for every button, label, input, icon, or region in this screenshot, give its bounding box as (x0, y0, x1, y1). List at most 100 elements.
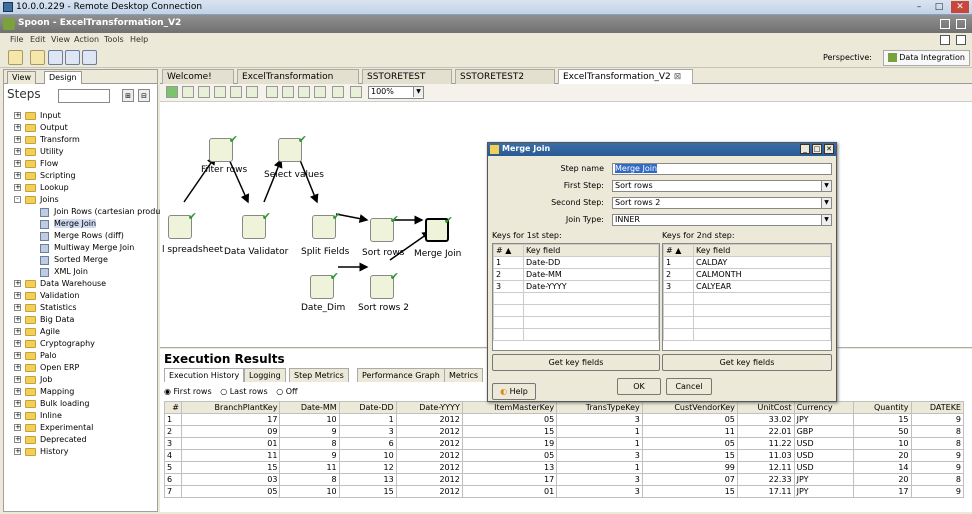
tree-item[interactable]: Merge Rows (diff) (4, 230, 157, 242)
menu-view[interactable]: View (51, 35, 70, 44)
expand-toggle-icon[interactable]: + (14, 291, 21, 299)
grid-column-header[interactable]: UnitCost (736, 401, 795, 414)
tree-item[interactable]: +Transform (4, 134, 157, 146)
merge-join-step-icon[interactable]: ✔ (425, 214, 453, 242)
expand-toggle-icon[interactable]: + (14, 159, 21, 167)
grid-icon[interactable] (350, 86, 362, 98)
expand-toggle-icon[interactable]: + (14, 375, 21, 383)
expand-toggle-icon[interactable]: + (14, 423, 21, 431)
tree-item[interactable]: +Experimental (4, 422, 157, 434)
cancel-button[interactable]: Cancel (666, 378, 712, 395)
tab-sstoretest[interactable]: SSTORETEST (362, 69, 452, 84)
rdp-maximize-button[interactable]: □ (934, 2, 944, 12)
stop-icon[interactable] (198, 86, 210, 98)
grid-column-header[interactable]: DATEKE (910, 401, 965, 414)
tree-item[interactable]: XML Join (4, 266, 157, 278)
collapse-all-icon[interactable]: ⊟ (138, 89, 150, 102)
tree-item[interactable]: +Mapping (4, 386, 157, 398)
menu-edit[interactable]: Edit (30, 35, 46, 44)
impact-icon[interactable] (282, 86, 294, 98)
table-row[interactable] (493, 316, 659, 329)
tab-sstoretest2[interactable]: SSTORETEST2 (455, 69, 555, 84)
tree-item[interactable]: +Output (4, 122, 157, 134)
table-row[interactable] (663, 316, 831, 329)
tab-view[interactable]: View (7, 71, 36, 84)
menu-file[interactable]: File (10, 35, 24, 44)
sort-rows-step-icon[interactable]: ✔ (370, 213, 399, 242)
join-type-select[interactable]: INNER▼ (612, 214, 832, 226)
radio-off[interactable]: ○ Off (276, 387, 298, 396)
step-name-input[interactable]: Merge Join (612, 163, 832, 175)
steps-search-input[interactable] (58, 89, 110, 103)
tree-item[interactable]: +Agile (4, 326, 157, 338)
tree-item[interactable]: +Big Data (4, 314, 157, 326)
tab-exceltransformation-v2[interactable]: ExcelTransformation_V2⊠ (558, 69, 693, 84)
expand-toggle-icon[interactable]: + (14, 315, 21, 323)
restore-button[interactable] (940, 35, 950, 45)
explore-db-icon[interactable] (314, 86, 326, 98)
save-as-icon[interactable] (82, 50, 97, 65)
tree-item[interactable]: +Lookup (4, 182, 157, 194)
first-step-select[interactable]: Sort rows▼ (612, 180, 832, 192)
tree-item[interactable]: -Joins (4, 194, 157, 206)
tree-item[interactable]: +Input (4, 110, 157, 122)
date-dim-step-icon[interactable]: ✔ (310, 270, 339, 299)
show-results-icon[interactable] (332, 86, 344, 98)
run-icon[interactable] (166, 86, 178, 98)
table-row[interactable] (663, 292, 831, 305)
table-row[interactable] (493, 328, 659, 341)
tree-item[interactable]: +Flow (4, 158, 157, 170)
tree-item[interactable]: +Deprecated (4, 434, 157, 446)
rdp-minimize-button[interactable]: – (916, 2, 922, 12)
tab-exceltransformation[interactable]: ExcelTransformation (237, 69, 359, 84)
select-values-step-icon[interactable]: ✔ (278, 133, 307, 162)
menu-tools[interactable]: Tools (104, 35, 124, 44)
expand-toggle-icon[interactable]: + (14, 303, 21, 311)
tree-item[interactable]: +Job (4, 374, 157, 386)
tab-execution-history[interactable]: Execution History (164, 368, 245, 382)
data-validator-step-icon[interactable]: ✔ (242, 210, 271, 239)
expand-toggle-icon[interactable]: + (14, 399, 21, 407)
expand-toggle-icon[interactable]: + (14, 279, 21, 287)
explore-repository-icon[interactable] (48, 50, 63, 65)
menu-action[interactable]: Action (74, 35, 100, 44)
table-row[interactable] (663, 304, 831, 317)
tree-item[interactable]: +History (4, 446, 157, 458)
tree-item[interactable]: +Validation (4, 290, 157, 302)
grid-column-header[interactable]: Date-DD (338, 401, 397, 414)
grid-column-header[interactable]: # (164, 401, 182, 414)
expand-toggle-icon[interactable]: + (14, 135, 21, 143)
pause-icon[interactable] (182, 86, 194, 98)
expand-toggle-icon[interactable]: + (14, 363, 21, 371)
window-maximize-button[interactable] (940, 19, 950, 29)
second-step-select[interactable]: Sort rows 2▼ (612, 197, 832, 209)
sql-icon[interactable] (298, 86, 310, 98)
expand-toggle-icon[interactable]: + (14, 171, 21, 179)
tree-item[interactable]: +Palo (4, 350, 157, 362)
tree-item[interactable]: +Cryptography (4, 338, 157, 350)
tab-step-metrics[interactable]: Step Metrics (289, 368, 349, 382)
filter-rows-step-icon[interactable]: ✔ (209, 133, 238, 162)
expand-toggle-icon[interactable]: + (14, 435, 21, 443)
expand-toggle-icon[interactable]: + (14, 447, 21, 455)
tab-design[interactable]: Design (44, 71, 82, 84)
table-row[interactable] (493, 292, 659, 305)
table-row[interactable] (493, 304, 659, 317)
tab-performance-graph[interactable]: Performance Graph (357, 368, 445, 382)
expand-all-icon[interactable]: ⊞ (122, 89, 134, 102)
debug-icon[interactable] (230, 86, 242, 98)
get-key-fields-2-button[interactable]: Get key fields (662, 354, 832, 371)
dialog-minimize-button[interactable]: _ (800, 144, 810, 154)
grid-column-header[interactable]: CustVendorKey (641, 401, 738, 414)
close-tab-icon[interactable]: ⊠ (673, 72, 682, 82)
